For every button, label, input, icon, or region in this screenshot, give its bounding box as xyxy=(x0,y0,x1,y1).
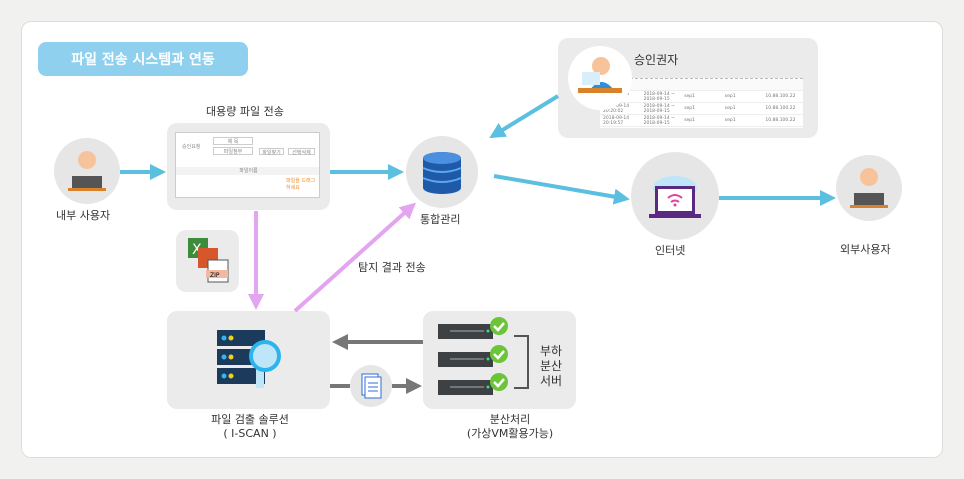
arrow-iscan-to-mgmt xyxy=(293,202,416,313)
delete-button: 선택삭제 xyxy=(288,148,315,156)
server-search-icon xyxy=(217,330,281,388)
approver-table: 2018-09-14 20:20:062018-09-14 ~ 2018-09-… xyxy=(600,78,803,128)
laptop-wifi-icon xyxy=(649,176,701,218)
transfer-screenshot: 승인요청 제 목 파일첨부 파일찾기 선택삭제 파일이름 파일을 드래그하세요 xyxy=(175,132,320,198)
integrated-mgmt-label: 통합관리 xyxy=(420,213,461,226)
find-file-button: 파일찾기 xyxy=(259,148,284,156)
approver-avatar xyxy=(568,46,632,110)
external-user-label: 외부사용자 xyxy=(840,243,891,256)
svg-text:X: X xyxy=(192,242,202,258)
approver-label: 승인권자 xyxy=(634,53,679,67)
external-user-node xyxy=(836,155,902,221)
user-icon xyxy=(850,168,888,208)
approver-icon xyxy=(578,57,622,93)
filename-column: 파일이름 xyxy=(176,167,319,175)
file-types-icon: X ZIP xyxy=(188,238,229,283)
svg-text:ZIP: ZIP xyxy=(210,272,220,279)
servers-icon xyxy=(438,317,529,395)
database-icon xyxy=(422,152,462,194)
document-icon xyxy=(361,373,382,399)
user-icon xyxy=(68,151,106,191)
distributed-label: 분산처리(가상VM활용가능) xyxy=(466,413,554,440)
approval-request-label: 승인요청 xyxy=(182,144,201,150)
arrow-mgmt-to-internet xyxy=(493,174,630,205)
integrated-mgmt-node xyxy=(406,136,478,208)
internet-node xyxy=(631,152,719,240)
attach-label: 파일첨부 xyxy=(213,147,253,155)
iscan-label: 파일 검출 솔루션( I-SCAN ) xyxy=(211,413,289,440)
document-node xyxy=(350,365,392,407)
internal-user-label: 내부 사용자 xyxy=(56,209,111,222)
internal-user-node xyxy=(54,138,120,204)
detection-result-label: 탐지 결과 전송 xyxy=(358,261,426,274)
large-file-transfer-label: 대용량 파일 전송 xyxy=(206,105,284,118)
diagram-title: 파일 전송 시스템과 연동 xyxy=(38,42,248,76)
internet-label: 인터넷 xyxy=(655,244,686,257)
subject-label: 제 목 xyxy=(213,137,253,145)
drag-hint: 파일을 드래그하세요 xyxy=(286,178,316,191)
arrow-approver-to-mgmt xyxy=(489,94,560,139)
